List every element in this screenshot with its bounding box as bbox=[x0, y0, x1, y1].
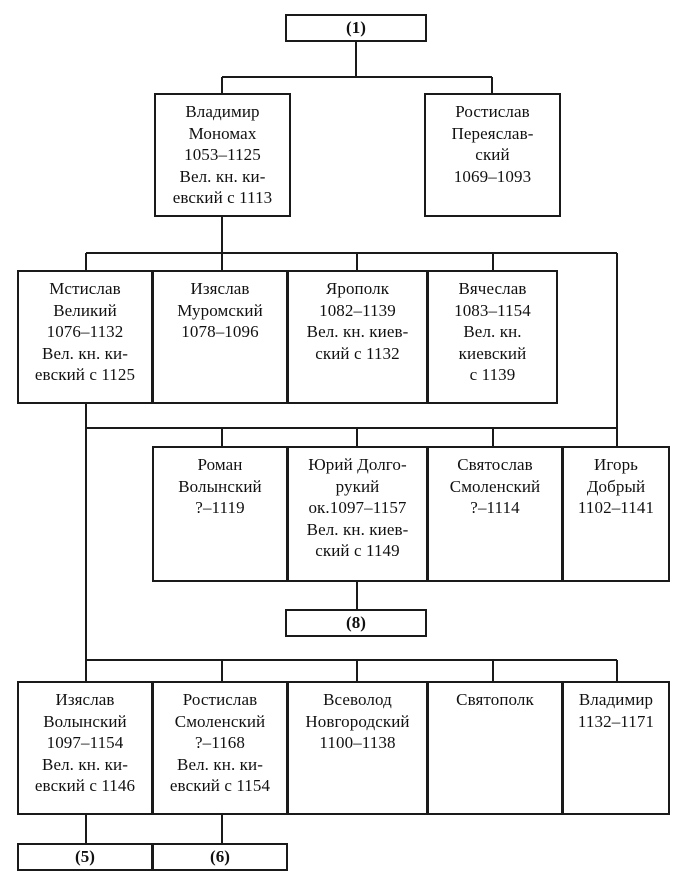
node-line: ский с 1132 bbox=[315, 343, 400, 363]
node-line: Ростислав bbox=[455, 102, 530, 121]
node-line: Владимир bbox=[578, 690, 654, 709]
node-line: Ярополк bbox=[325, 279, 390, 298]
node-line: (1) bbox=[345, 18, 367, 37]
node-line: евский с 1146 bbox=[34, 776, 136, 795]
node-line: ский bbox=[475, 145, 510, 164]
node-line: Смоленский bbox=[174, 711, 266, 731]
node-line: Владимир bbox=[185, 102, 260, 121]
node-izyaslav-muromsky[interactable]: Изяслав Муромский 1078–1096 bbox=[152, 270, 288, 404]
node-line: 1102–1141 bbox=[577, 498, 655, 517]
node-svyatoslav-smolensky[interactable]: Святослав Смоленский ?–1114 bbox=[427, 446, 563, 582]
node-line: (6) bbox=[209, 847, 231, 866]
node-line: Добрый bbox=[586, 476, 646, 496]
node-line: Роман bbox=[197, 455, 243, 474]
node-line: (8) bbox=[345, 613, 367, 632]
node-line: евский с 1113 bbox=[172, 188, 273, 207]
node-line: Вячеслав bbox=[458, 279, 527, 298]
node-ref-1[interactable]: (1) bbox=[285, 14, 427, 42]
node-line: Волынский bbox=[178, 476, 262, 496]
node-line: Всеволод bbox=[323, 690, 392, 709]
node-line: 1053–1125 bbox=[184, 145, 261, 164]
node-line: рукий bbox=[335, 476, 380, 496]
node-vsevolod-novgorodsky[interactable]: Всеволод Новгородский 1100–1138 bbox=[287, 681, 428, 815]
node-line: 1132–1171 bbox=[577, 711, 655, 731]
node-line: ?–1114 bbox=[470, 498, 520, 517]
node-vladimir-monomakh[interactable]: Владимир Мономах 1053–1125 Вел. кн. ки- … bbox=[154, 93, 291, 217]
node-line: Переяслав- bbox=[451, 123, 534, 143]
node-line: ок.1097–1157 bbox=[308, 498, 407, 517]
node-line: с 1139 bbox=[469, 365, 516, 384]
node-line: ?–1119 bbox=[195, 498, 245, 517]
node-vladimir-1132[interactable]: Владимир 1132–1171 bbox=[562, 681, 670, 815]
node-line: 1100–1138 bbox=[319, 733, 396, 752]
node-line: ский с 1149 bbox=[315, 541, 400, 560]
node-ref-8[interactable]: (8) bbox=[285, 609, 427, 637]
node-line: евский с 1125 bbox=[34, 365, 136, 384]
node-line: киевский bbox=[458, 343, 527, 363]
node-line: Мстислав bbox=[49, 279, 121, 298]
node-line: Смоленский bbox=[449, 476, 541, 496]
node-line: Вел. кн. ки- bbox=[177, 754, 263, 774]
node-igor-dobry[interactable]: Игорь Добрый 1102–1141 bbox=[562, 446, 670, 582]
node-line: Святослав bbox=[457, 455, 533, 474]
node-rostislav-smolensky[interactable]: Ростислав Смоленский ?–1168 Вел. кн. ки-… bbox=[152, 681, 288, 815]
node-line: Игорь bbox=[593, 455, 639, 474]
node-line: (5) bbox=[74, 847, 96, 866]
node-line: 1097–1154 bbox=[46, 733, 124, 752]
node-line: 1078–1096 bbox=[181, 322, 259, 341]
node-line: Ростислав bbox=[182, 690, 258, 709]
node-rostislav-pereyaslavsky[interactable]: Ростислав Переяслав- ский 1069–1093 bbox=[424, 93, 561, 217]
node-line: 1082–1139 bbox=[319, 300, 396, 320]
node-line: Муромский bbox=[177, 300, 263, 320]
node-izyaslav-volynsky[interactable]: Изяслав Волынский 1097–1154 Вел. кн. ки-… bbox=[17, 681, 153, 815]
node-line: Изяслав bbox=[190, 279, 250, 298]
node-line: Вел. кн. киев- bbox=[306, 322, 409, 341]
node-ref-5[interactable]: (5) bbox=[17, 843, 153, 871]
node-line: 1083–1154 bbox=[454, 300, 531, 320]
node-line: 1069–1093 bbox=[453, 166, 532, 186]
node-roman-volynsky[interactable]: Роман Волынский ?–1119 bbox=[152, 446, 288, 582]
node-line: Вел. кн. bbox=[463, 322, 522, 341]
node-line: Вел. кн. ки- bbox=[42, 343, 128, 363]
node-line: Вел. кн. ки- bbox=[179, 166, 266, 186]
node-line: Святополк bbox=[456, 690, 534, 709]
node-line: Великий bbox=[53, 300, 117, 320]
node-line: Вел. кн. ки- bbox=[42, 754, 128, 774]
node-yaropolk[interactable]: Ярополк 1082–1139 Вел. кн. киев- ский с … bbox=[287, 270, 428, 404]
node-line: Новгородский bbox=[305, 711, 410, 731]
node-line: Волынский bbox=[43, 711, 127, 731]
node-yuri-dolgoruky[interactable]: Юрий Долго- рукий ок.1097–1157 Вел. кн. … bbox=[287, 446, 428, 582]
node-mstislav-veliky[interactable]: Мстислав Великий 1076–1132 Вел. кн. ки- … bbox=[17, 270, 153, 404]
node-vyacheslav[interactable]: Вячеслав 1083–1154 Вел. кн. киевский с 1… bbox=[427, 270, 558, 404]
node-line: Мономах bbox=[188, 123, 257, 143]
node-ref-6[interactable]: (6) bbox=[152, 843, 288, 871]
node-line: Вел. кн. киев- bbox=[306, 519, 409, 539]
node-line: евский с 1154 bbox=[169, 776, 271, 795]
node-svyatopolk[interactable]: Святополк bbox=[427, 681, 563, 815]
node-line: ?–1168 bbox=[194, 733, 245, 752]
node-line: 1076–1132 bbox=[46, 322, 124, 341]
node-line: Изяслав bbox=[55, 690, 115, 709]
node-line: Юрий Долго- bbox=[308, 455, 407, 474]
